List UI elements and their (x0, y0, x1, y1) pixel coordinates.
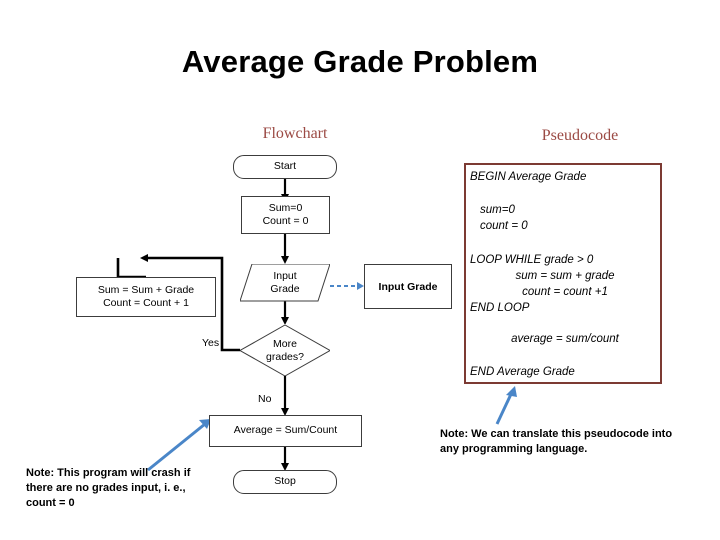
flow-node-input-grade-line1: Input (273, 269, 297, 282)
flow-node-initialize-line1: Sum=0 (268, 201, 303, 214)
flow-node-initialize-line2: Count = 0 (262, 215, 309, 227)
flow-node-accumulate-line1: Sum = Sum + Grade (97, 283, 195, 296)
flow-node-input-grade-line2: Grade (270, 283, 300, 295)
pseudocode-line-end: END Average Grade (470, 366, 575, 378)
flow-node-initialize[interactable]: Sum=0 Count = 0 (241, 196, 330, 234)
note-right: Note: We can translate this pseudocode i… (440, 428, 673, 455)
flow-node-input-grade[interactable]: Input Grade (240, 264, 330, 302)
pseudocode-line-count-init: count = 0 (480, 220, 528, 232)
flow-node-average-label: Average = Sum/Count (233, 424, 338, 437)
flow-node-start-label: Start (273, 160, 297, 173)
edge-label-no: No (258, 393, 272, 405)
flow-node-accumulate[interactable]: Sum = Sum + Grade Count = Count + 1 (76, 277, 216, 317)
flow-node-decision-more-grades[interactable]: More grades? (238, 324, 332, 377)
flow-node-start[interactable]: Start (233, 155, 337, 179)
flow-node-decision-line2: grades? (266, 350, 304, 363)
flow-node-accumulate-line2: Count = Count + 1 (103, 297, 189, 309)
pseudocode-line-count-increment: count = count +1 (522, 286, 608, 298)
flow-node-decision-line1: More (273, 337, 297, 350)
edge-label-yes: Yes (202, 337, 220, 349)
pseudocode-line-end-loop: END LOOP (470, 302, 530, 314)
pseudocode-line-sum-init: sum=0 (480, 204, 515, 216)
pseudocode-line-begin: BEGIN Average Grade (470, 171, 587, 183)
note-left: Note: This program will crash if there a… (26, 467, 191, 509)
flow-node-average[interactable]: Average = Sum/Count (209, 415, 362, 447)
page-title: Average Grade Problem (181, 44, 539, 79)
flow-node-stop-label: Stop (274, 475, 296, 488)
column-heading-pseudocode: Pseudocode (541, 127, 619, 144)
callout-input-grade-label: Input Grade (378, 280, 438, 293)
pseudocode-line-sum-accumulate: sum = sum + grade (515, 270, 615, 282)
parallelogram-shape (240, 264, 330, 302)
callout-input-grade[interactable]: Input Grade (364, 264, 452, 309)
flow-node-stop[interactable]: Stop (233, 470, 337, 494)
flow-node-input-grade-label: Input Grade (240, 264, 330, 302)
pseudocode-panel (464, 163, 662, 384)
flow-node-decision-label: More grades? (240, 325, 330, 376)
column-heading-flowchart: Flowchart (262, 125, 328, 142)
pseudocode-line-average: average = sum/count (511, 333, 619, 345)
pseudocode-line-loop-while: LOOP WHILE grade > 0 (470, 254, 594, 266)
